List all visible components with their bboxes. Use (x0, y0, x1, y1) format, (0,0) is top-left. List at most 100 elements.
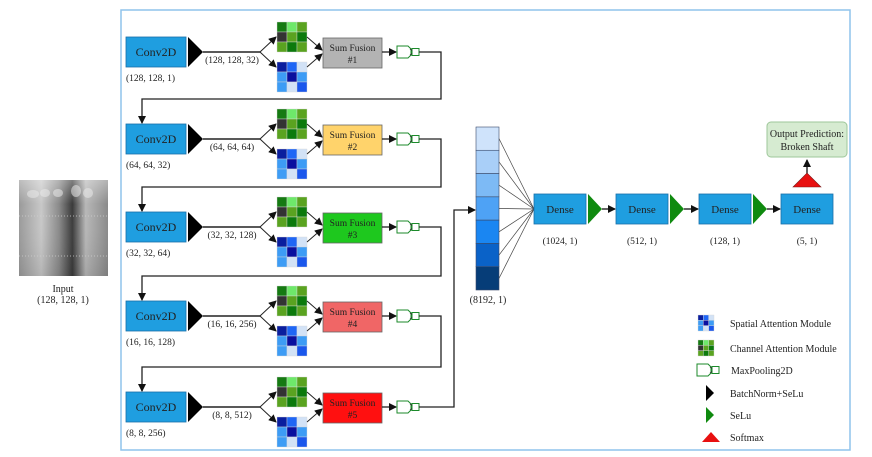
block-connector (138, 226, 442, 301)
sum-fusion-number: #1 (348, 56, 358, 66)
split-arrow-top (259, 300, 277, 317)
dense-box (698, 193, 752, 225)
flatten-segment (475, 266, 500, 291)
sum-fusion-label: Sum Fusion (330, 219, 376, 229)
grid-cell (697, 350, 704, 357)
conv-input-shape: (64, 64, 32) (126, 160, 170, 171)
grid-cell (276, 295, 288, 307)
legend-item: Spatial Attention Module (697, 314, 832, 332)
grid-cell (286, 128, 298, 140)
block-connector (138, 315, 442, 392)
selu-icon (753, 194, 767, 224)
grid-cell (296, 246, 308, 258)
legend-label: MaxPooling2D (731, 366, 793, 377)
dense-box (615, 193, 669, 225)
grid-cell (703, 350, 709, 357)
split-arrow-bottom (259, 138, 277, 155)
selu-icon (670, 194, 684, 224)
split-arrow-top (259, 211, 277, 228)
conv-block: Conv2D(8, 8, 256)(8, 8, 512)Sum Fusion#5 (125, 376, 420, 448)
maxpool-tick (709, 366, 713, 369)
conv-block: Conv2D(128, 128, 1)(128, 128, 32)Sum Fus… (125, 21, 420, 93)
flatten-connector (419, 206, 476, 408)
dense-box (780, 193, 834, 225)
spatial-attention-icon (276, 416, 308, 448)
block-connectors (138, 51, 476, 408)
grid-cell (296, 396, 308, 408)
merge-arrow-bottom (306, 53, 323, 68)
spatial-attention-icon (276, 61, 308, 93)
flatten-shape: (8192, 1) (470, 295, 507, 306)
split-arrow-bottom (259, 51, 277, 68)
grid-cell (708, 314, 715, 321)
output-line2: Broken Shaft (780, 142, 833, 153)
grid-cell (296, 376, 308, 388)
sum-fusion-box (322, 124, 383, 156)
sum-fusion-number: #4 (348, 320, 358, 330)
spatial-attention-icon (697, 314, 715, 332)
channel-attention-icon (276, 196, 308, 228)
merge-arrow-top (306, 36, 323, 51)
channel-attention-icon (276, 285, 308, 317)
grid-cell (296, 305, 308, 317)
sum-fusion-number: #5 (348, 411, 358, 421)
fan-line (498, 208, 535, 279)
grid-cell (276, 436, 288, 448)
block-connector (138, 138, 442, 212)
fan-line (498, 208, 535, 210)
sum-fusion-label: Sum Fusion (330, 44, 376, 54)
grid-cell (286, 196, 298, 208)
conv2d-label: Conv2D (136, 132, 177, 146)
grid-cell (276, 386, 288, 398)
split-arrow-top (259, 123, 277, 140)
grid-cell (708, 339, 715, 346)
merge-arrow-top (306, 123, 323, 138)
grid-cell (708, 345, 715, 351)
split-arrow-bottom (259, 315, 277, 332)
dense-shape: (128, 1) (710, 236, 740, 247)
grid-cell (296, 285, 308, 297)
batchnorm-selu-icon (188, 301, 203, 331)
maxpool-tick (409, 312, 413, 315)
maxpooling-icon (396, 132, 420, 146)
grid-cell (286, 246, 298, 258)
grid-cell (296, 158, 308, 170)
fan-line (498, 208, 535, 233)
grid-cell (286, 436, 298, 448)
flatten-segment (475, 196, 500, 221)
channel-attention-icon (276, 376, 308, 408)
block-connector (138, 51, 442, 124)
spatial-attention-icon (276, 148, 308, 180)
grid-cell (276, 148, 288, 160)
grid-cell (276, 81, 288, 93)
flatten-segment (475, 219, 500, 244)
grid-cell (276, 305, 288, 317)
dense-shape: (512, 1) (627, 236, 657, 247)
grid-cell (296, 168, 308, 180)
fan-line (498, 208, 535, 256)
grid-cell (296, 61, 308, 73)
grid-cell (697, 339, 704, 346)
grid-cell (296, 436, 308, 448)
grid-cell (286, 21, 298, 33)
selu-icon (588, 194, 602, 224)
conv2d-box (125, 211, 187, 243)
channel-attention-icon (276, 21, 308, 53)
maxpool-body (396, 309, 412, 323)
input-label: Input (52, 284, 73, 295)
grid-cell (286, 396, 298, 408)
grid-cell (286, 376, 298, 388)
dense-layers: Dense(1024, 1)Dense(512, 1)Dense(128, 1)… (533, 193, 834, 247)
grid-cell (276, 335, 288, 347)
dense-shape: (5, 1) (797, 236, 818, 247)
grid-cell (296, 21, 308, 33)
channel-attention-icon (276, 108, 308, 140)
grid-cell (286, 31, 298, 43)
grid-cell (703, 325, 709, 332)
merge-arrow-top (306, 211, 323, 226)
grid-cell (286, 256, 298, 268)
sum-fusion-box (322, 392, 383, 424)
grid-cell (703, 314, 709, 321)
grid-cell (276, 168, 288, 180)
